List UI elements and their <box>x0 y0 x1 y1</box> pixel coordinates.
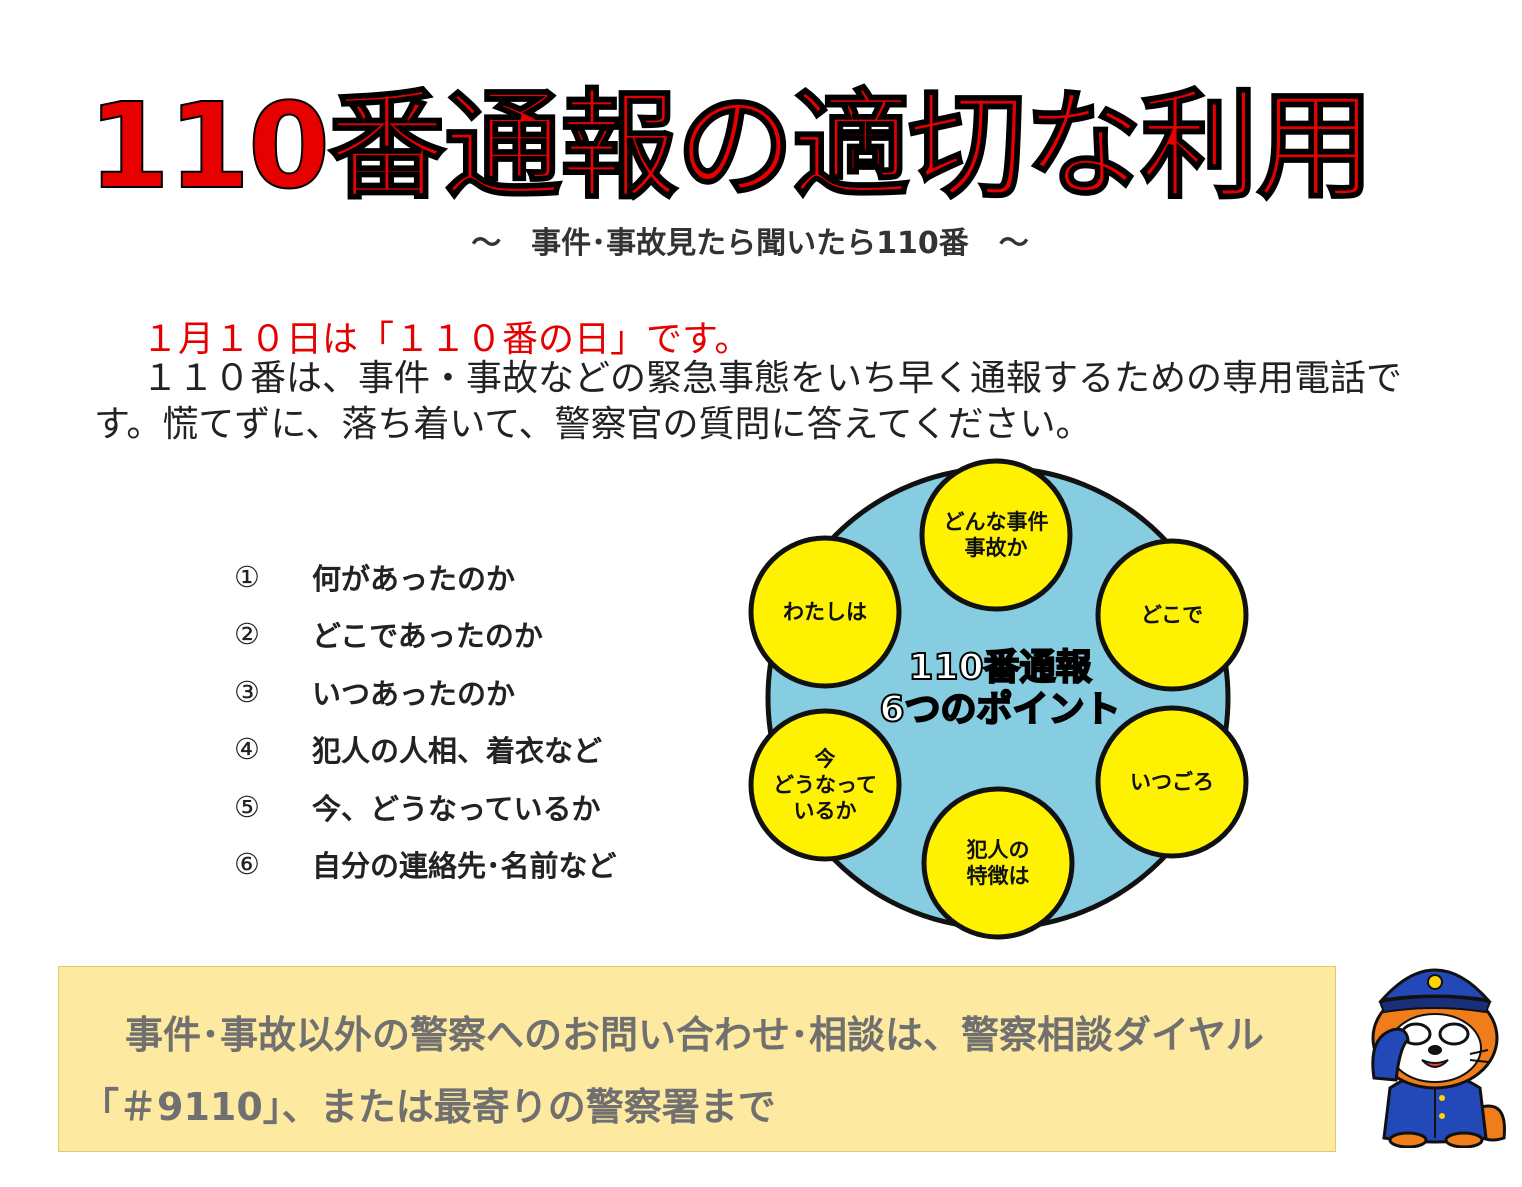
bubble-culprit <box>921 786 1075 940</box>
bubble-now-line2: どうなって <box>773 773 877 797</box>
point-number: ① <box>234 559 260 594</box>
point-text: どこであったのか <box>312 619 543 654</box>
point-number: ⑥ <box>234 847 260 882</box>
list-item: ⑤ 今、どうなっているか <box>234 778 617 836</box>
bubble-label-now: 今 どうなって いるか <box>755 740 895 830</box>
page-title: 110番通報の適切な利用 <box>87 76 1375 216</box>
point-number: ③ <box>234 674 260 709</box>
point-text: 何があったのか <box>312 561 516 596</box>
bubble-now-line1: 今 <box>814 747 836 771</box>
point-number: ⑤ <box>234 789 260 824</box>
lead-body-text: １１０番は、事件・事故などの緊急事態をいち早く通報するための専用電話です。慌てず… <box>94 358 1403 445</box>
list-item: ① 何があったのか <box>234 548 617 606</box>
subtitle: ～ 事件･事故見たら聞いたら110番 ～ <box>471 226 1029 261</box>
bubble-where <box>1095 538 1249 692</box>
bubble-now <box>748 708 902 862</box>
bubble-me <box>748 535 902 689</box>
point-number: ② <box>234 617 260 652</box>
notice-box: 事件･事故以外の警察へのお問い合わせ･相談は、警察相談ダイヤル「＃9110」、ま… <box>58 966 1336 1152</box>
lead-body: １１０番は、事件・事故などの緊急事態をいち早く通報するための専用電話です。慌てず… <box>94 356 1404 448</box>
bubble-what-line1: どんな事件 <box>943 510 1049 534</box>
bubble-now-line3: いるか <box>793 799 857 823</box>
bubble-label-me: わたしは <box>755 582 895 642</box>
bubble-what-line2: 事故か <box>964 536 1028 560</box>
bubble-culprit-line2: 特徴は <box>966 864 1030 888</box>
bubble-label-where: どこで <box>1102 585 1242 645</box>
bubble-where-line1: どこで <box>1140 603 1204 627</box>
lead-highlight: １月１０日は「１１０番の日」です。 <box>142 319 751 360</box>
list-item: ⑥ 自分の連絡先･名前など <box>234 836 617 894</box>
center-line2: 6つのポイント <box>878 688 1121 731</box>
bubble-label-when: いつごろ <box>1102 752 1242 812</box>
diagram-center-label: 110番通報 6つのポイント <box>840 646 1160 731</box>
center-line1: 110番通報 <box>907 646 1092 689</box>
point-number: ④ <box>234 732 260 767</box>
bubble-me-line1: わたしは <box>783 600 867 624</box>
six-points-diagram: どんな事件 事故か どこで いつごろ 犯人の 特徴は 今 どうなって いるか わ… <box>740 455 1260 945</box>
police-mascot-icon <box>1371 968 1506 1148</box>
bubble-when <box>1095 705 1249 859</box>
bubble-when-line1: いつごろ <box>1130 770 1214 794</box>
point-text: いつあったのか <box>312 676 516 711</box>
notice-text-wrap: 事件･事故以外の警察へのお問い合わせ･相談は、警察相談ダイヤル「＃9110」、ま… <box>81 999 1321 1143</box>
bubble-what <box>919 458 1073 612</box>
bubble-culprit-line1: 犯人の <box>966 838 1030 862</box>
list-item: ④ 犯人の人相、着衣など <box>234 721 617 779</box>
diagram-graphic <box>748 458 1249 940</box>
list-item: ③ いつあったのか <box>234 663 617 721</box>
list-item: ② どこであったのか <box>234 606 617 664</box>
point-text: 今、どうなっているか <box>312 791 601 826</box>
point-text: 自分の連絡先･名前など <box>312 849 617 884</box>
bubble-label-culprit: 犯人の 特徴は <box>928 823 1068 903</box>
notice-text: 事件･事故以外の警察へのお問い合わせ･相談は、警察相談ダイヤル「＃9110」、ま… <box>81 1013 1264 1129</box>
bubble-label-what: どんな事件 事故か <box>926 495 1066 575</box>
point-text: 犯人の人相、着衣など <box>312 734 603 769</box>
